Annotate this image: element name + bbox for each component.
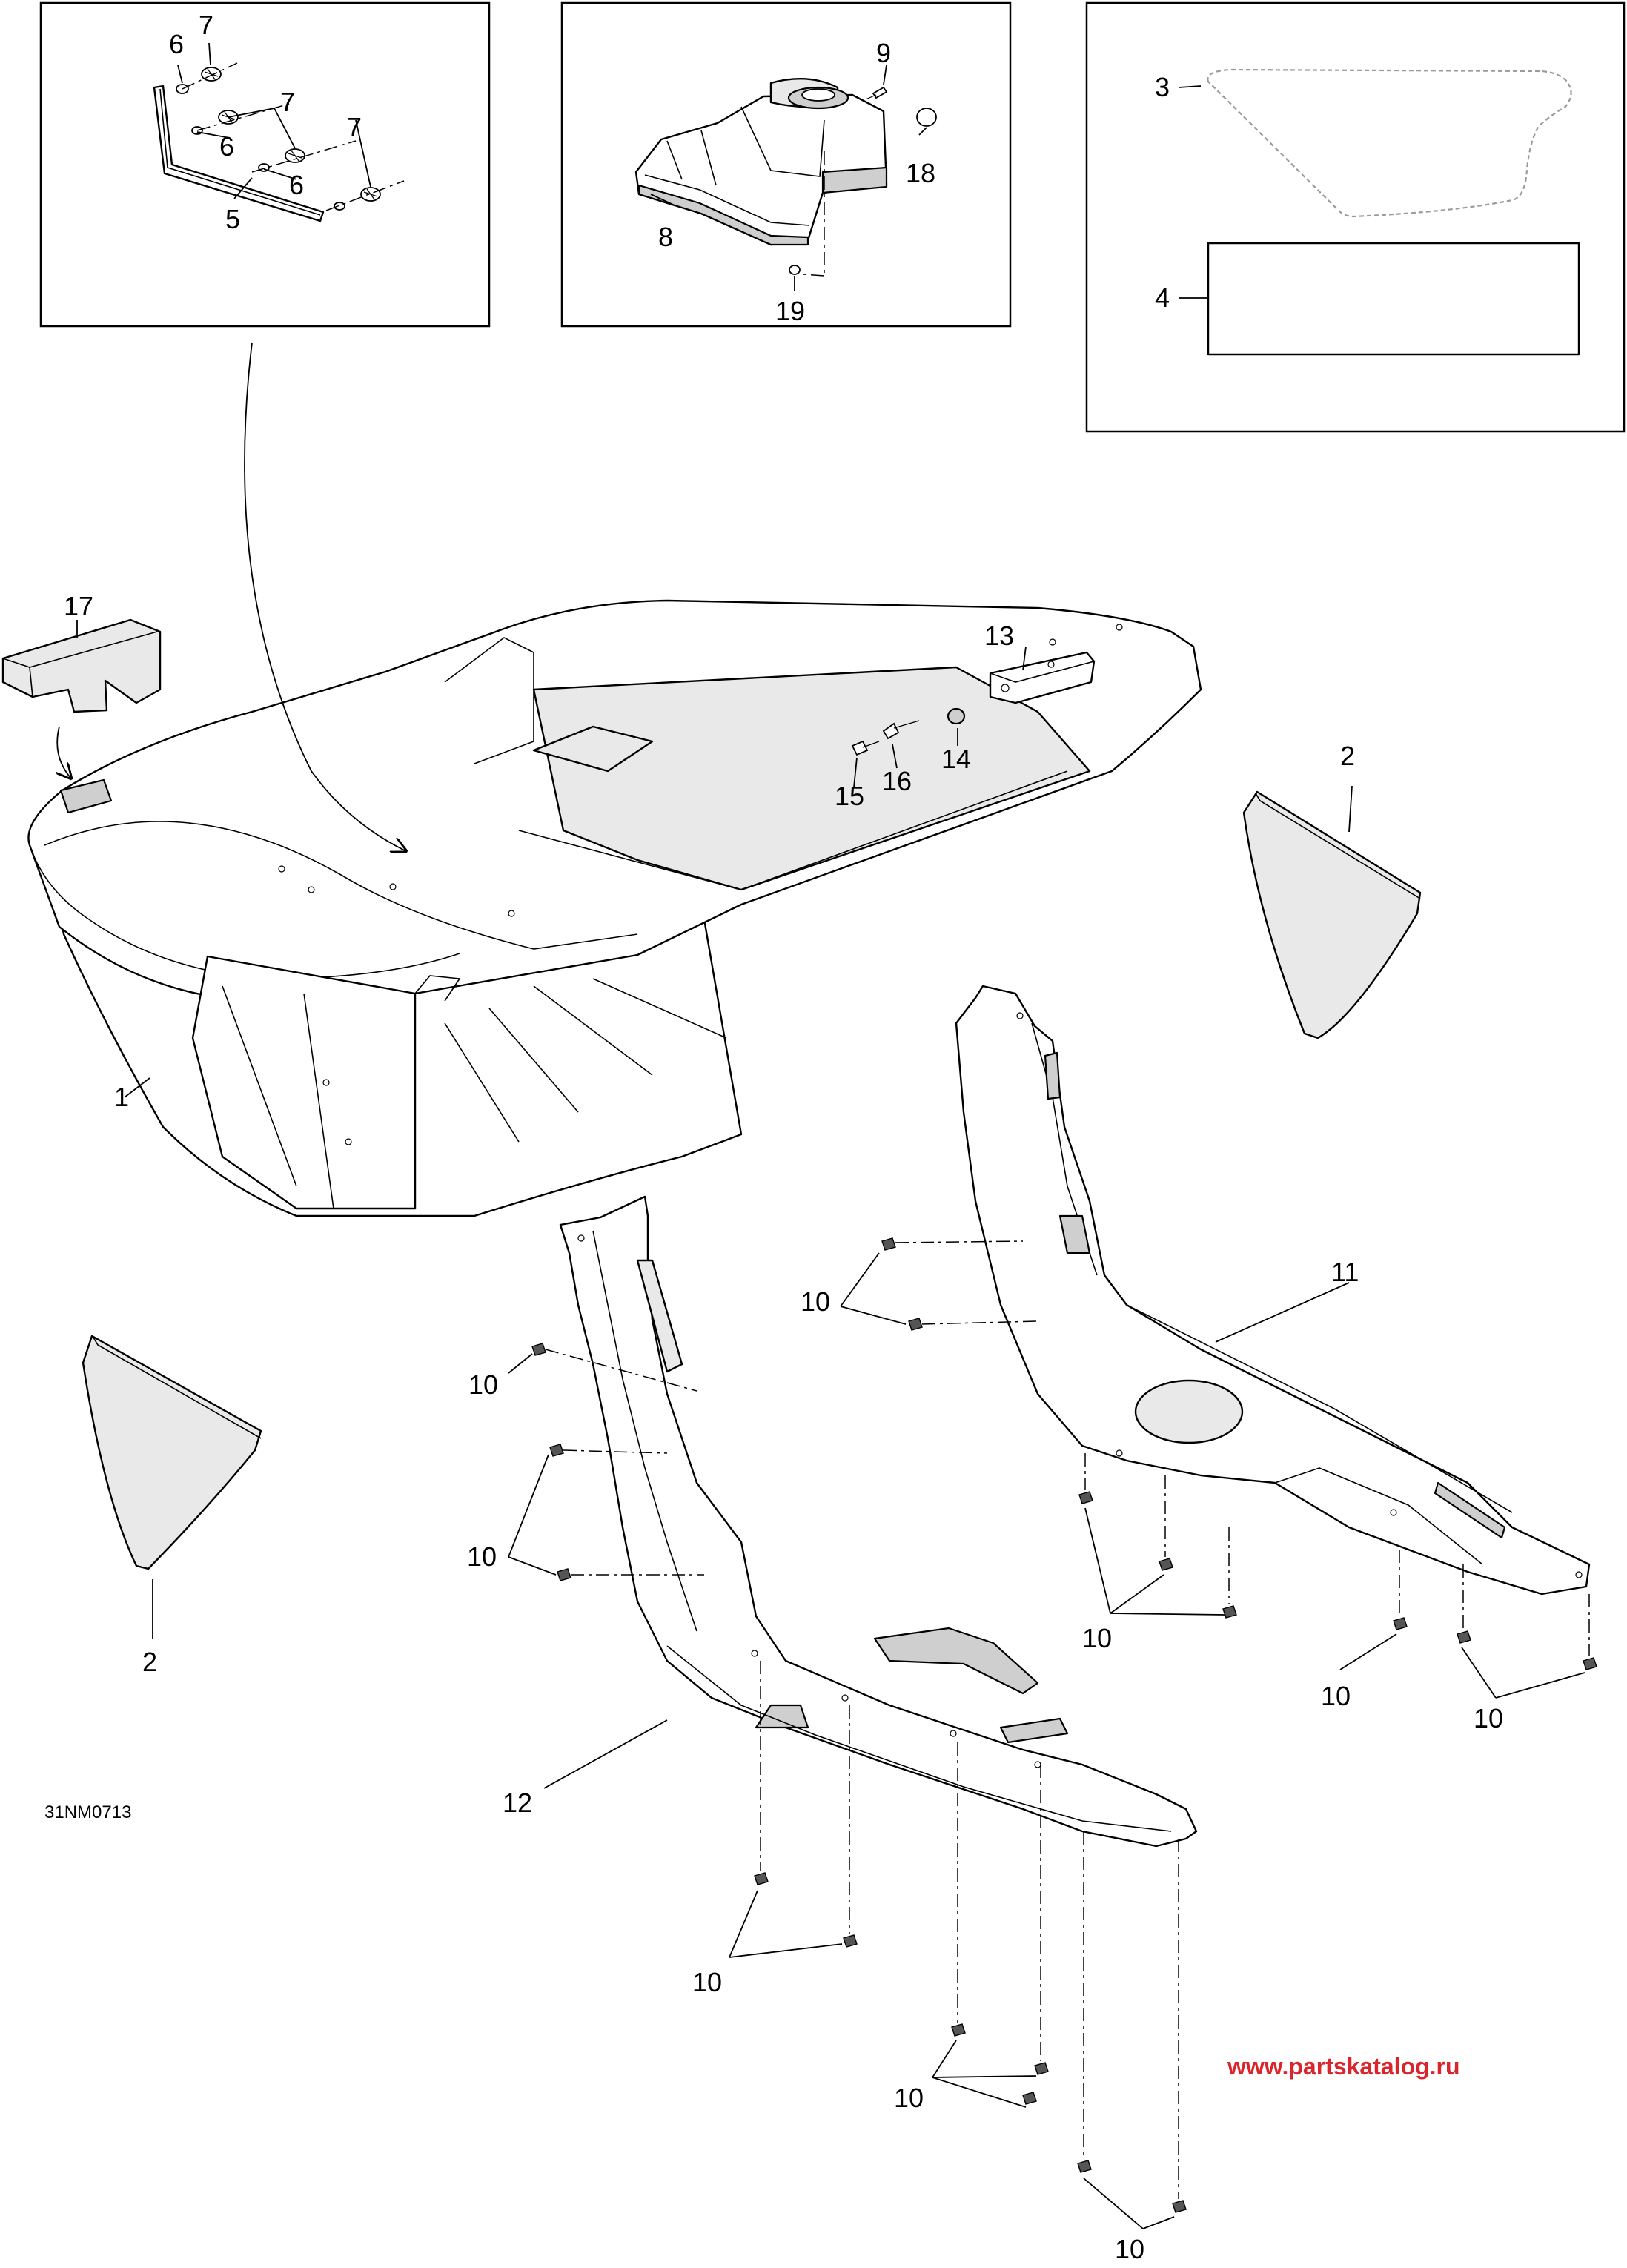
screw-10 <box>557 1568 571 1581</box>
bracket-13 <box>989 646 1096 704</box>
callout-10: 10 <box>467 1541 497 1572</box>
fastener-7-bottom <box>325 180 405 211</box>
callout-10: 10 <box>894 2083 924 2113</box>
inset-frame-storage-cover <box>560 1 1012 328</box>
callout-19: 19 <box>775 296 805 326</box>
screw-10 <box>1393 1617 1408 1630</box>
screw-10 <box>531 1343 546 1356</box>
screw-10 <box>1583 1657 1597 1670</box>
callout-10: 10 <box>1082 1623 1112 1653</box>
callout-10: 10 <box>468 1369 498 1400</box>
callout-11: 11 <box>1331 1257 1359 1287</box>
inset-frame-trim-strip <box>39 1 491 328</box>
inset-frame-decals <box>1085 1 1626 433</box>
washer-19 <box>789 265 801 275</box>
callout-7: 7 <box>347 112 362 142</box>
screw-group-12-lower-left <box>729 1661 858 1958</box>
screw-10 <box>1077 2160 1092 2173</box>
decal-outline-3 <box>1207 68 1572 218</box>
callout-13: 13 <box>984 621 1014 651</box>
callout-17: 17 <box>64 591 93 621</box>
callout-2: 2 <box>1340 741 1355 771</box>
screw-10 <box>1034 2062 1049 2075</box>
rivet-16 <box>882 720 920 769</box>
fastener-7-top <box>182 62 238 90</box>
screw-10 <box>1022 2092 1037 2105</box>
callout-12: 12 <box>503 1788 532 1818</box>
foam-block-17 <box>1 618 162 778</box>
callout-7: 7 <box>280 87 295 117</box>
decal-assembly <box>1178 68 1580 356</box>
callout-18: 18 <box>906 158 935 188</box>
screw-group-12-upper <box>508 1343 697 1392</box>
plug-18 <box>916 108 937 127</box>
fastener-7-middle-2 <box>251 140 357 173</box>
side-plate-12 <box>543 1195 1198 1848</box>
side-plate-11 <box>955 985 1591 1596</box>
callout-7: 7 <box>199 10 213 40</box>
trim-strip-assembly <box>153 42 405 222</box>
callout-4: 4 <box>1155 282 1170 313</box>
screw-group-11-upper <box>840 1237 1038 1331</box>
screw-10 <box>1078 1491 1093 1504</box>
callout-16: 16 <box>882 766 912 796</box>
side-panel-left-2 <box>82 1335 262 1639</box>
screw-group-12-lower-mid <box>932 1742 1049 2108</box>
washer-14 <box>947 707 966 746</box>
inset-pointer-arrow <box>244 342 406 851</box>
callout-1: 1 <box>114 1082 129 1112</box>
screw-10 <box>754 1872 769 1885</box>
callout-5: 5 <box>225 204 240 234</box>
callout-9: 9 <box>876 38 891 68</box>
callout-6: 6 <box>289 170 304 200</box>
callout-2: 2 <box>142 1647 157 1677</box>
callout-6: 6 <box>219 131 234 162</box>
callout-10: 10 <box>1321 1681 1351 1711</box>
callout-6: 6 <box>169 29 184 59</box>
screw-group-11-lower-mid <box>1339 1550 1408 1670</box>
rear-body-assembly <box>27 599 1202 1217</box>
drawing-code-label: 31NM0713 <box>44 1802 131 1822</box>
decal-4 <box>1207 242 1580 356</box>
watermark-text: www.partskatalog.ru <box>1227 2053 1460 2080</box>
screw-15 <box>851 740 880 788</box>
callout-3: 3 <box>1155 72 1170 102</box>
callout-10: 10 <box>1474 1703 1503 1733</box>
screw-group-11-lower-right <box>1457 1564 1597 1699</box>
callout-10: 10 <box>801 1286 830 1317</box>
callout-10: 10 <box>1115 2234 1144 2264</box>
screw-10 <box>951 2023 966 2037</box>
callout-15: 15 <box>835 781 864 811</box>
callout-14: 14 <box>941 744 971 774</box>
screw-10 <box>843 1934 858 1948</box>
screw-10 <box>1172 2200 1187 2213</box>
screw-10 <box>1457 1630 1471 1644</box>
storage-cover-assembly <box>634 65 937 291</box>
side-panel-right-2 <box>1242 785 1422 1039</box>
screw-group-12-lower-right <box>1077 1831 1187 2229</box>
screw-group-12-middle <box>508 1444 704 1581</box>
screw-group-11-lower-left <box>1078 1453 1237 1619</box>
callout-8: 8 <box>658 222 673 252</box>
screw-9 <box>865 86 888 100</box>
screw-10 <box>549 1444 564 1457</box>
screw-10 <box>1159 1558 1173 1571</box>
screw-10 <box>1222 1605 1237 1619</box>
screw-10 <box>881 1237 896 1251</box>
callout-10: 10 <box>692 1967 722 1997</box>
screw-10 <box>908 1318 923 1331</box>
